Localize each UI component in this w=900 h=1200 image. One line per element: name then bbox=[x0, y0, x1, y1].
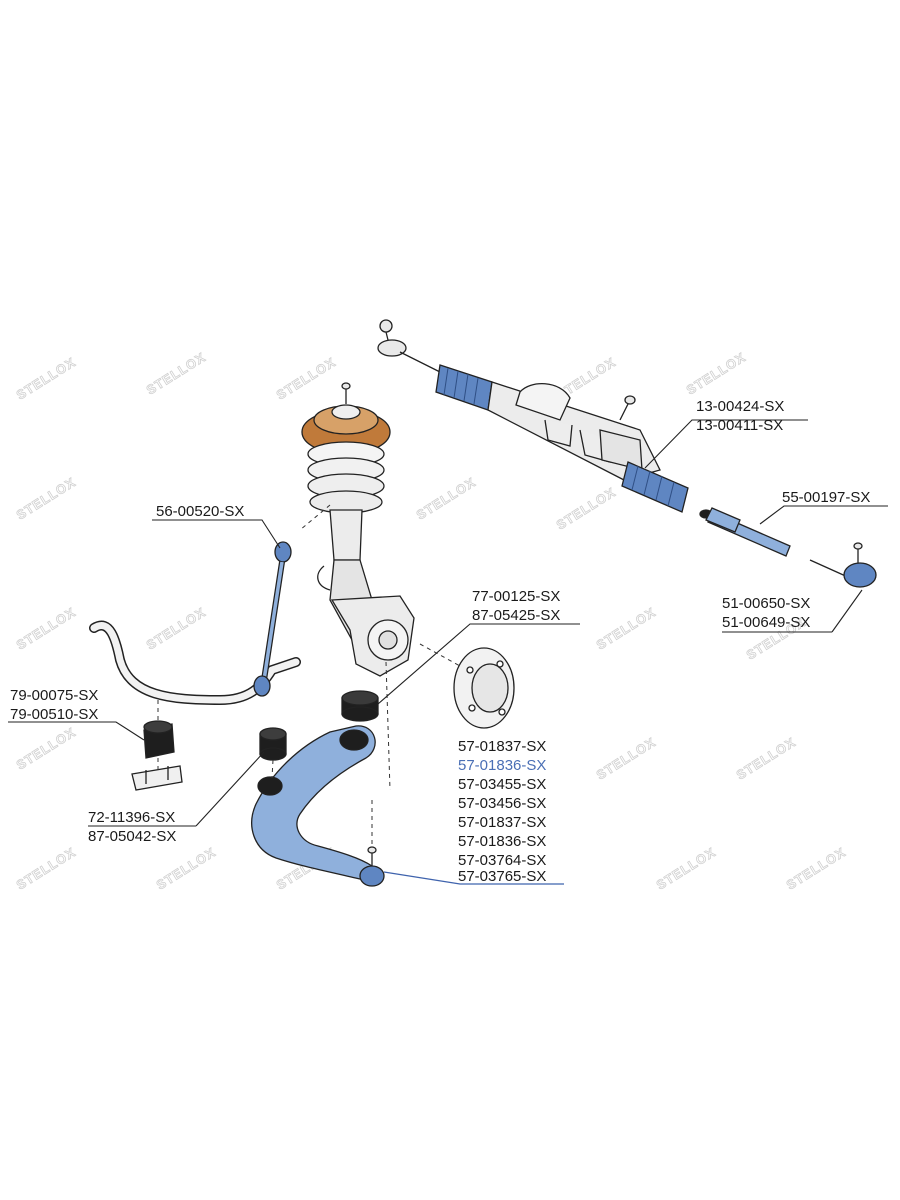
label-tie-rod-end-1: 51-00650-SX bbox=[722, 595, 810, 612]
label-control-arm-5: 57-01837-SX bbox=[458, 814, 546, 831]
label-stabilizer-link: 56-00520-SX bbox=[156, 503, 244, 520]
control-arm-bushing bbox=[259, 727, 287, 761]
watermark-text: STELLOX bbox=[684, 349, 749, 397]
watermark-text: STELLOX bbox=[154, 844, 219, 892]
strut-assembly bbox=[301, 382, 415, 677]
label-control-arm-3: 57-03455-SX bbox=[458, 776, 546, 793]
label-control-arm-6: 57-01836-SX bbox=[458, 833, 546, 850]
watermark-text: STELLOX bbox=[14, 604, 79, 652]
label-control-arm-4: 57-03456-SX bbox=[458, 795, 546, 812]
label-tie-rod-end-2: 51-00649-SX bbox=[722, 614, 810, 631]
watermark-text: STELLOX bbox=[14, 724, 79, 772]
tie-rod-end bbox=[809, 542, 877, 588]
label-control-arm-8: 57-03765-SX bbox=[458, 868, 546, 885]
steering-rack bbox=[377, 319, 689, 513]
lower-control-arm bbox=[251, 725, 385, 887]
label-control-arm-bushing-2: 87-05042-SX bbox=[88, 828, 176, 845]
label-stabilizer-bushing-2: 79-00510-SX bbox=[10, 706, 98, 723]
watermark-text: STELLOX bbox=[414, 474, 479, 522]
label-control-arm-1: 57-01837-SX bbox=[458, 738, 546, 755]
watermark-text: STELLOX bbox=[144, 604, 209, 652]
label-control-arm-2: 57-01836-SX bbox=[458, 757, 546, 774]
watermark-text: STELLOX bbox=[594, 734, 659, 782]
label-control-arm-bushing-1: 72-11396-SX bbox=[88, 809, 175, 826]
stabilizer-link bbox=[253, 541, 292, 697]
coil-spring bbox=[307, 441, 385, 514]
watermark-text: STELLOX bbox=[654, 844, 719, 892]
label-stabilizer-bushing-1: 79-00075-SX bbox=[10, 687, 98, 704]
assembly-guides bbox=[157, 504, 461, 846]
watermark-text: STELLOX bbox=[14, 844, 79, 892]
label-steering-rack-2: 13-00411-SX bbox=[696, 417, 783, 434]
wheel-hub bbox=[453, 647, 515, 729]
label-steering-rack-1: 13-00424-SX bbox=[696, 398, 784, 415]
tie-rod bbox=[699, 507, 791, 557]
watermark-text: STELLOX bbox=[14, 474, 79, 522]
leader-lines bbox=[8, 419, 888, 885]
watermark-text: STELLOX bbox=[554, 484, 619, 532]
watermark-text: STELLOX bbox=[594, 604, 659, 652]
label-hub-bearing-1: 77-00125-SX bbox=[472, 588, 560, 605]
watermark-text: STELLOX bbox=[14, 354, 79, 402]
watermark-text: STELLOX bbox=[144, 349, 209, 397]
hub-bearing bbox=[341, 690, 379, 722]
watermark-text: STELLOX bbox=[734, 734, 799, 782]
watermark-text: STELLOX bbox=[274, 354, 339, 402]
label-tie-rod: 55-00197-SX bbox=[782, 489, 870, 506]
part-labels: 13-00424-SX 13-00411-SX 55-00197-SX 51-0… bbox=[10, 398, 870, 885]
label-control-arm-7: 57-03764-SX bbox=[458, 852, 546, 869]
stabilizer-bushing bbox=[131, 720, 183, 791]
watermark-text: STELLOX bbox=[784, 844, 849, 892]
left-boot bbox=[435, 364, 493, 411]
label-hub-bearing-2: 87-05425-SX bbox=[472, 607, 560, 624]
right-boot bbox=[621, 461, 689, 513]
